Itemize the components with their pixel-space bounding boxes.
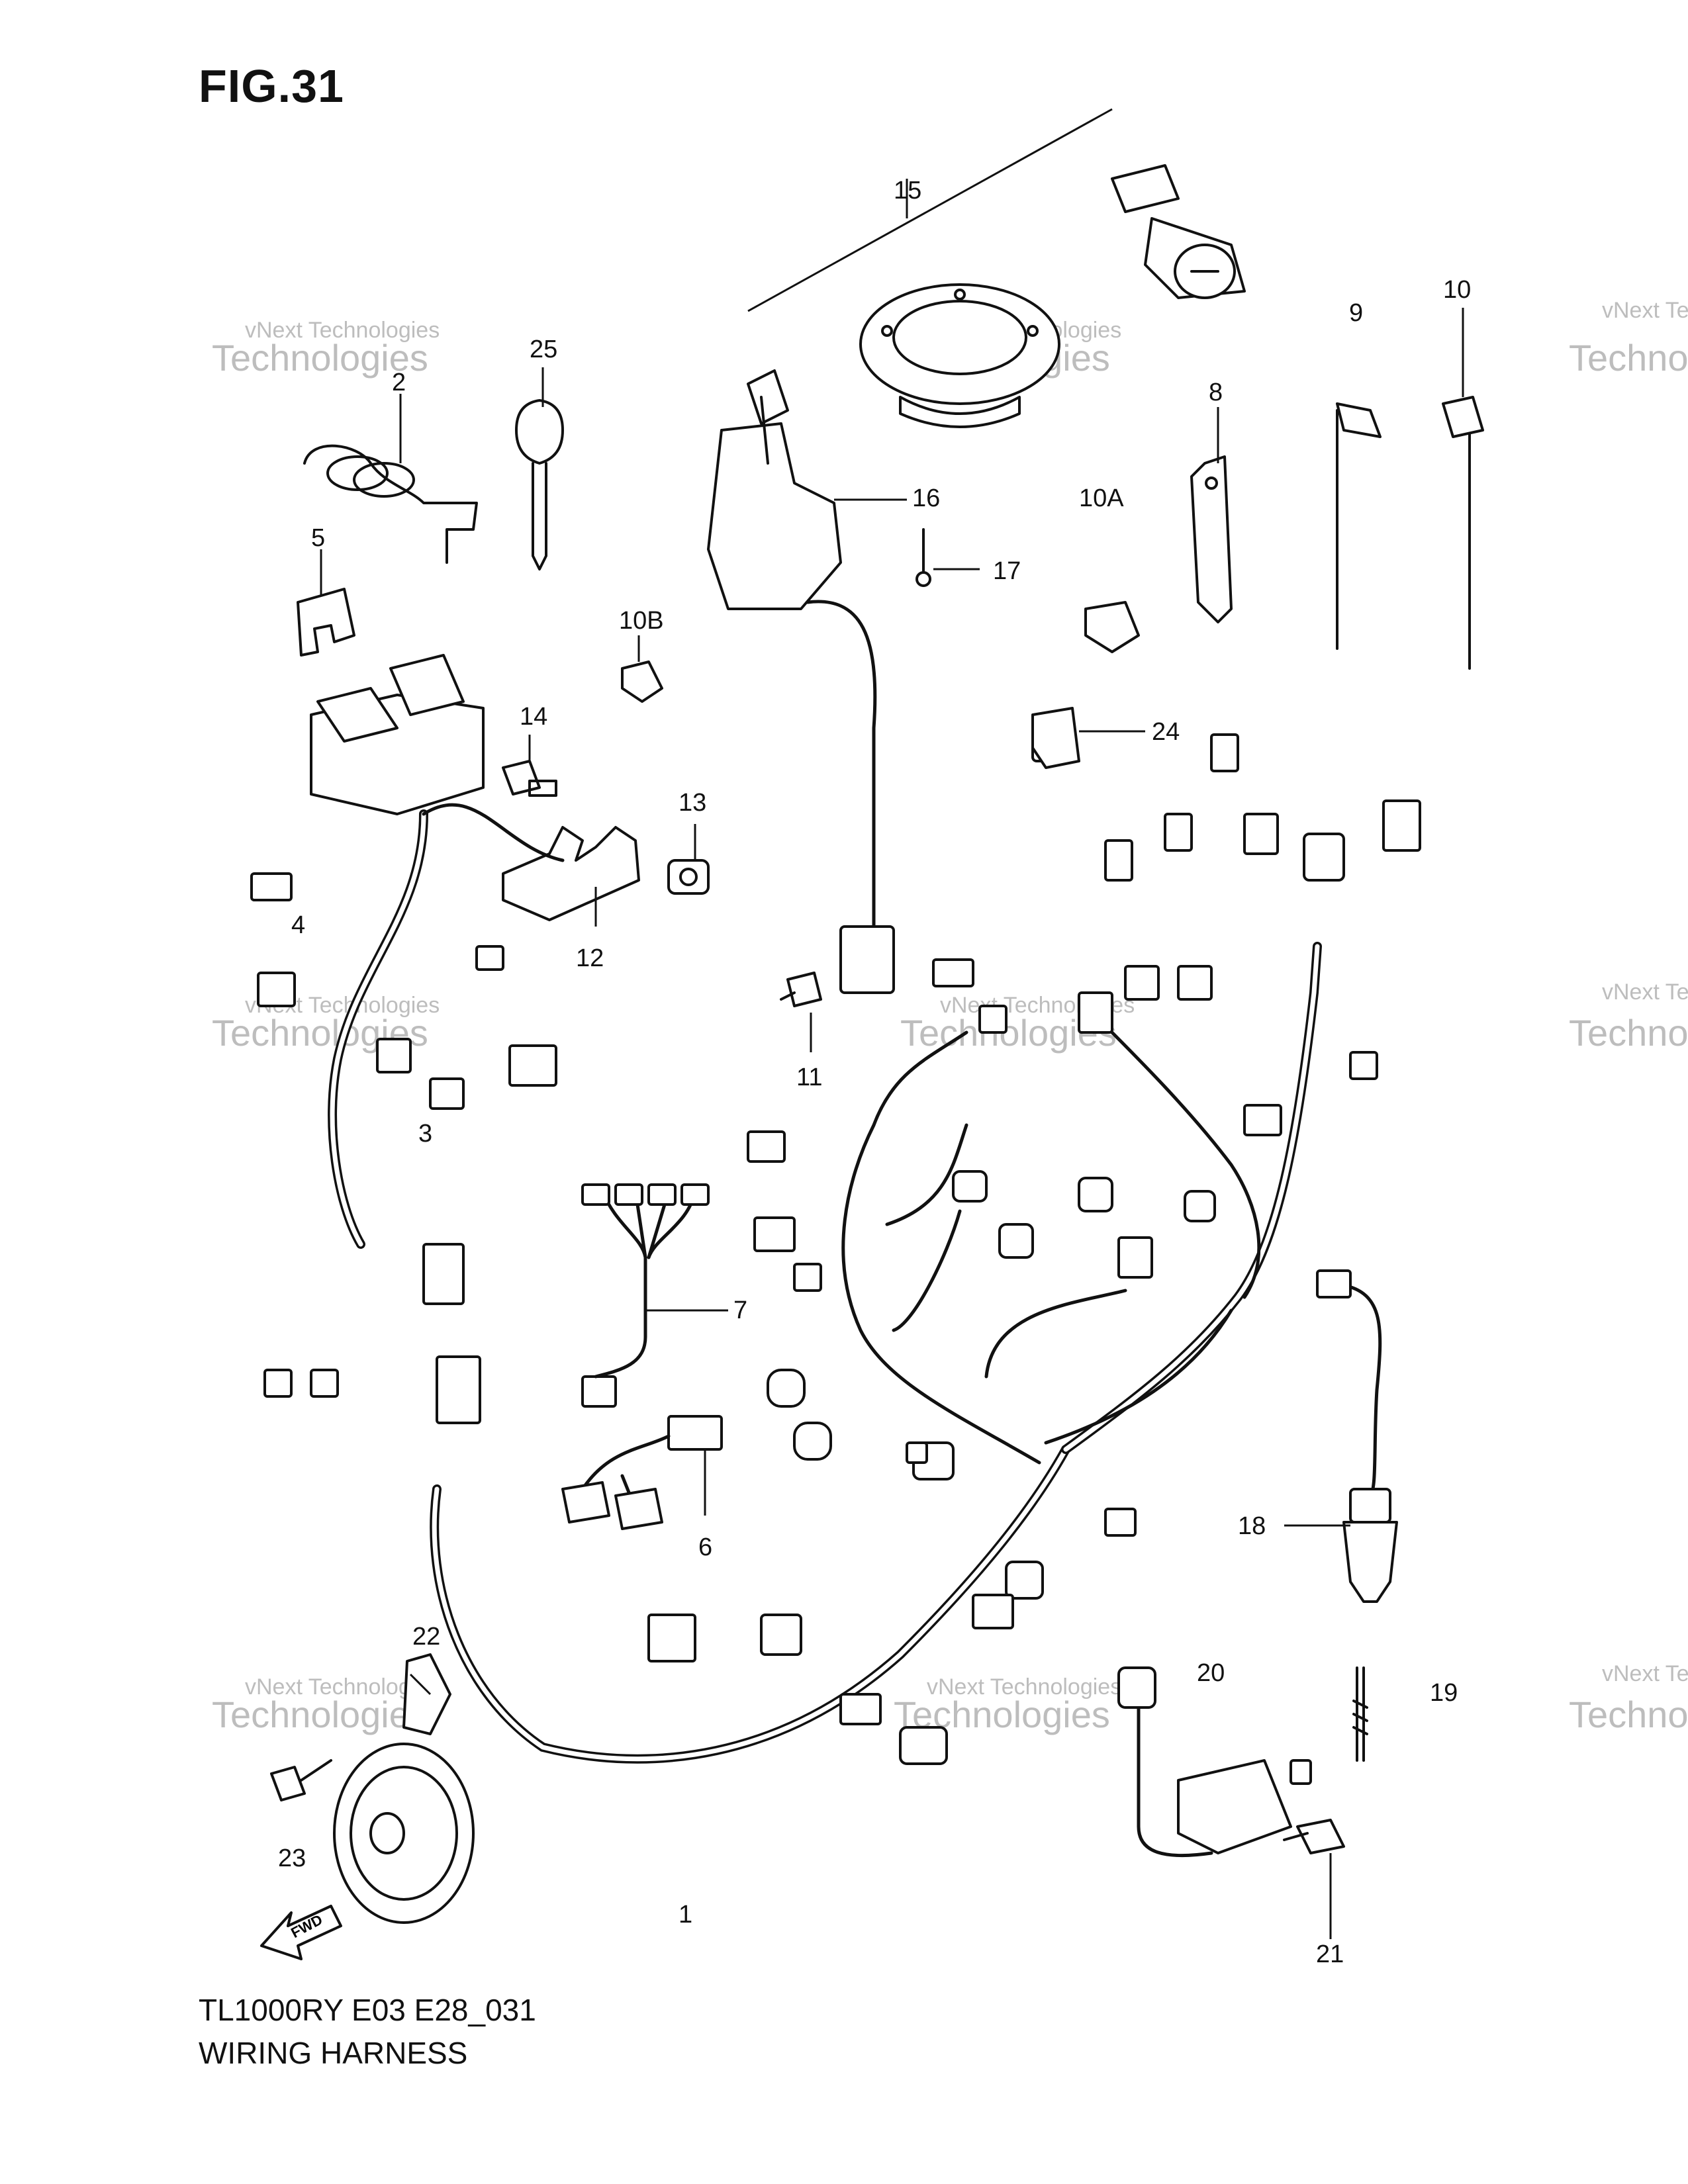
seat-lock <box>1111 164 1246 299</box>
sub-harness-7 <box>581 1183 710 1379</box>
svg-text:vNext Technologies: vNext Technologies <box>1602 979 1688 1005</box>
svg-text:Technologies: Technologies <box>1569 337 1688 379</box>
callout-24: 24 <box>1152 718 1180 746</box>
sub-harness-6 <box>561 1415 723 1530</box>
callout-1: 1 <box>679 1901 692 1929</box>
connectors <box>250 713 1421 1765</box>
svg-text:vNext Technologies: vNext Technologies <box>927 1674 1121 1700</box>
callout-12: 12 <box>576 944 604 972</box>
callout-15: 15 <box>894 177 921 205</box>
callout-3: 3 <box>418 1120 432 1148</box>
svg-text:vNext Technologies: vNext Technologies <box>1602 1661 1688 1686</box>
watermark: vNext Technologies Technologies <box>1569 979 1688 1054</box>
model-code: TL1000RY E03 E28_031 <box>199 1993 536 2027</box>
part-15-bracket-line <box>747 108 1113 312</box>
callout-25: 25 <box>530 336 557 363</box>
callout-16: 16 <box>912 484 940 512</box>
callout-10: 10 <box>1443 276 1471 304</box>
figure-title: FIG.31 <box>199 60 344 112</box>
main-wiring-harness <box>328 803 1322 1764</box>
callout-13: 13 <box>679 789 706 817</box>
callout-labels: 1 2 3 4 5 6 7 8 9 10 10A 10B 11 12 13 14… <box>278 177 1471 1968</box>
screw-17 <box>915 528 931 587</box>
callout-7: 7 <box>733 1297 747 1324</box>
ignition-switch <box>707 369 895 994</box>
callout-6: 6 <box>698 1533 712 1561</box>
switch-20 <box>1117 1666 1312 1858</box>
callout-10b: 10B <box>619 607 664 635</box>
horn <box>333 1653 475 1924</box>
callout-23: 23 <box>278 1844 306 1872</box>
spring-19 <box>1352 1666 1368 1762</box>
svg-text:vNext Technologies: vNext Technologies <box>245 318 440 343</box>
lead-wire-10 <box>1442 396 1484 670</box>
watermark: vNext Technologies Technologies <box>1569 1661 1688 1735</box>
callout-19: 19 <box>1430 1679 1458 1707</box>
key <box>515 399 564 570</box>
callout-22: 22 <box>412 1623 440 1651</box>
svg-text:Technologies: Technologies <box>1569 1694 1688 1735</box>
bolt-22 <box>270 1759 332 1801</box>
callout-9: 9 <box>1349 299 1363 327</box>
callout-17: 17 <box>993 557 1021 585</box>
watermark: vNext Technologies Technologies <box>212 318 440 379</box>
figure-caption: WIRING HARNESS <box>199 2036 468 2070</box>
bolt-11 <box>780 972 822 1007</box>
leader-lines <box>320 179 1464 1939</box>
ground-strap-8 <box>1190 455 1233 623</box>
callout-8: 8 <box>1209 379 1223 406</box>
relay-24 <box>1031 707 1080 769</box>
clamp-10b <box>621 660 663 703</box>
fwd-arrow-icon: FWD <box>260 1905 342 1960</box>
svg-text:vNext Technologies: vNext Technologies <box>1602 298 1688 323</box>
fuel-cap <box>859 283 1060 428</box>
fuse <box>297 588 355 657</box>
nut-13 <box>667 859 710 895</box>
sensor-18 <box>1316 1269 1398 1603</box>
svg-text:Technologies: Technologies <box>1569 1012 1688 1054</box>
bracket-12 <box>502 826 640 921</box>
svg-text:Technologies: Technologies <box>212 337 428 379</box>
callout-4: 4 <box>291 911 305 939</box>
relay-box <box>310 654 485 815</box>
clamp-10a <box>1084 601 1140 653</box>
bolt-21 <box>1283 1819 1345 1854</box>
callout-11: 11 <box>796 1064 822 1091</box>
watermark: vNext Technologies Technologies <box>1569 298 1688 379</box>
spring-clip <box>303 444 478 564</box>
bolt-14 <box>502 760 557 797</box>
callout-18: 18 <box>1238 1512 1266 1540</box>
callout-10a: 10A <box>1079 484 1124 512</box>
svg-text:Technologies: Technologies <box>212 1694 428 1735</box>
callout-21: 21 <box>1316 1940 1344 1968</box>
callout-2: 2 <box>392 369 406 396</box>
callout-14: 14 <box>520 703 547 731</box>
callout-5: 5 <box>311 524 325 552</box>
callout-20: 20 <box>1197 1659 1225 1687</box>
lead-wire-9 <box>1336 402 1382 650</box>
